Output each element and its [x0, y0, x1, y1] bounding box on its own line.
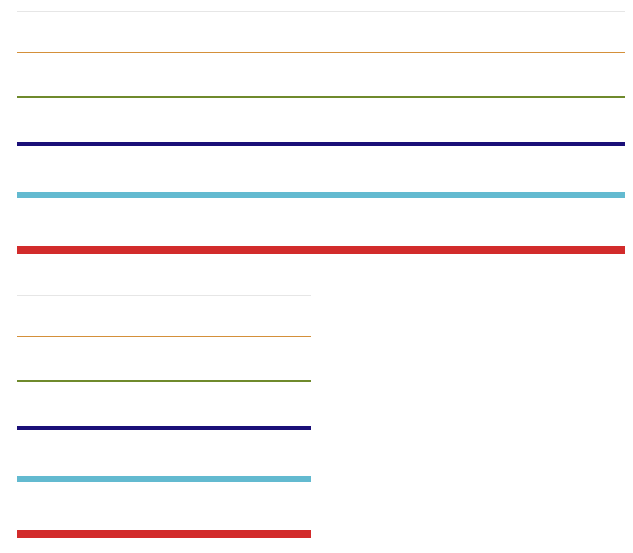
olive-line	[17, 96, 625, 98]
navy-line	[17, 426, 311, 430]
cyan-line	[17, 192, 625, 198]
cyan-line	[17, 476, 311, 482]
faint-line	[17, 11, 625, 12]
red-line	[17, 246, 625, 254]
faint-line	[17, 295, 311, 296]
navy-line	[17, 142, 625, 146]
olive-line	[17, 380, 311, 382]
red-line	[17, 530, 311, 538]
orange-line	[17, 336, 311, 337]
orange-line	[17, 52, 625, 53]
